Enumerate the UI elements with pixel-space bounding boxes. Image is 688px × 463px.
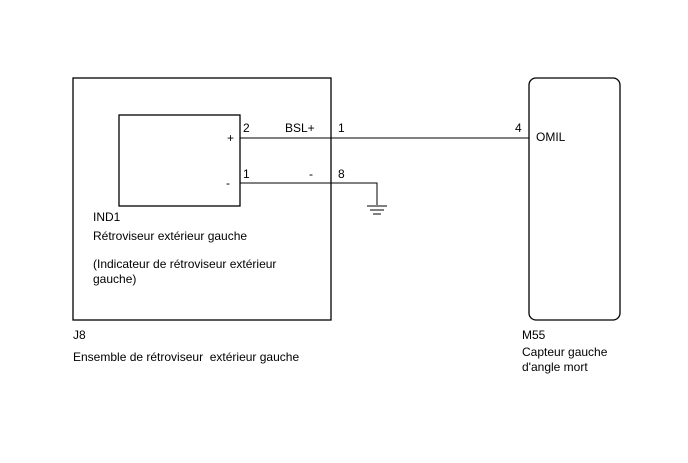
assembly-terminal-bottom: 8	[338, 167, 345, 181]
sensor-box	[528, 77, 621, 321]
indicator-note-line1: (Indicateur de rétroviseur extérieur	[93, 257, 276, 271]
assembly-connector-id: J8	[73, 328, 86, 342]
ground-wire	[240, 182, 378, 205]
indicator-note-line2: gauche)	[93, 272, 136, 286]
sensor-name-line2: d'angle mort	[522, 360, 588, 374]
assembly-name: Ensemble de rétroviseur extérieur gauche	[73, 350, 299, 364]
indicator-minus-sign: -	[226, 176, 230, 190]
sensor-pin-number: 4	[515, 121, 522, 135]
sensor-name-line1: Capteur gauche	[522, 345, 608, 359]
signal-wire-label: BSL+	[285, 121, 315, 135]
indicator-name: Rétroviseur extérieur gauche	[93, 229, 247, 243]
sensor-connector-id: M55	[522, 328, 546, 342]
ground-wire-label: -	[309, 167, 313, 181]
ground-icon	[367, 205, 387, 215]
indicator-box	[118, 114, 241, 207]
assembly-terminal-top: 1	[338, 121, 345, 135]
indicator-pin-minus: 1	[243, 167, 250, 181]
sensor-pin-label: OMIL	[536, 130, 566, 144]
indicator-id: IND1	[93, 210, 121, 224]
indicator-plus-sign: +	[227, 131, 234, 145]
mirror-assembly-box	[72, 77, 332, 321]
indicator-pin-plus: 2	[243, 121, 250, 135]
